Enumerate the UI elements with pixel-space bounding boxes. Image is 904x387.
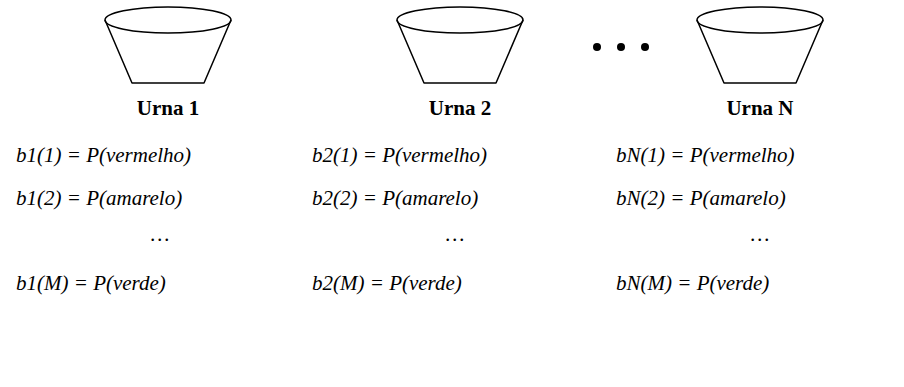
ellipsis-label: … — [751, 222, 770, 247]
urn: Urna 2 — [390, 2, 530, 123]
urn-label: Urna 1 — [98, 96, 238, 121]
formula-label: b2(1) = P(vermelho) — [312, 143, 487, 168]
urn-label: Urna 2 — [390, 96, 530, 121]
dot — [593, 43, 601, 51]
urn: Urna N — [690, 2, 830, 123]
formula-label: bN(2) = P(amarelo) — [616, 186, 786, 211]
formula-label: b1(2) = P(amarelo) — [16, 186, 182, 211]
urn: Urna 1 — [98, 2, 238, 123]
ellipsis-label: … — [446, 222, 465, 247]
urn-shape — [98, 2, 238, 88]
dot — [641, 43, 649, 51]
dot — [617, 43, 625, 51]
formula-label: b2(2) = P(amarelo) — [312, 186, 478, 211]
urn-shape — [390, 2, 530, 88]
formula-label: bN(1) = P(vermelho) — [616, 143, 795, 168]
urn-label: Urna N — [690, 96, 830, 121]
ellipsis-label: … — [151, 222, 170, 247]
formula-label: bN(M) = P(verde) — [616, 271, 769, 296]
urn-shape — [690, 2, 830, 88]
formula-label: b2(M) = P(verde) — [312, 271, 462, 296]
formula-label: b1(M) = P(verde) — [16, 271, 166, 296]
formula-label: b1(1) = P(vermelho) — [16, 143, 191, 168]
